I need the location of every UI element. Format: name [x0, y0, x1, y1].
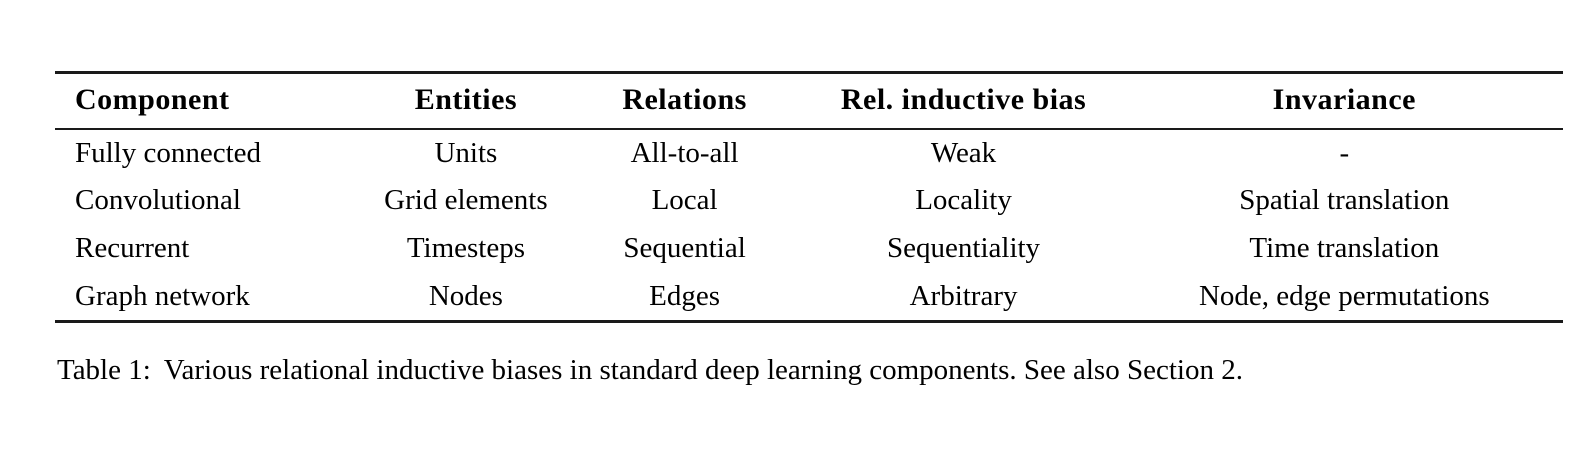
table-row-graph-network: Graph network Nodes Edges Arbitrary Node…: [55, 273, 1563, 322]
header-invariance: Invariance: [1272, 83, 1416, 116]
cell-invariance: Time translation: [1249, 231, 1440, 264]
header-component: Component: [75, 83, 230, 116]
table-row-convolutional: Convolutional Grid elements Local Locali…: [55, 177, 1563, 225]
cell-rel-inductive-bias: Weak: [930, 136, 997, 169]
cell-entities: Grid elements: [384, 184, 548, 217]
header-relations: Relations: [622, 83, 747, 116]
cell-component: Convolutional: [75, 184, 241, 217]
cell-rel-inductive-bias: Arbitrary: [909, 279, 1018, 312]
cell-invariance: Node, edge permutations: [1198, 279, 1490, 312]
table-row-recurrent: Recurrent Timesteps Sequential Sequentia…: [55, 225, 1563, 273]
cell-component: Fully connected: [75, 136, 262, 169]
table-row-fully-connected: Fully connected Units All-to-all Weak -: [55, 129, 1563, 178]
cell-relations: Sequential: [623, 231, 746, 264]
cell-relations: All-to-all: [630, 136, 739, 169]
header-row: Component Entities Relations Rel. induct…: [55, 73, 1563, 129]
header-rel-inductive-bias: Rel. inductive bias: [840, 83, 1087, 116]
cell-entities: Nodes: [428, 279, 503, 312]
cell-invariance: -: [1339, 136, 1350, 169]
relational-inductive-bias-table: Component Entities Relations Rel. induct…: [55, 71, 1563, 324]
cell-rel-inductive-bias: Locality: [915, 184, 1012, 217]
table-caption: Table 1: Various relational inductive bia…: [57, 352, 1565, 390]
table-1-block: Component Entities Relations Rel. induct…: [55, 71, 1563, 324]
caption-text: Various relational inductive biases in s…: [163, 354, 1243, 386]
cell-relations: Local: [651, 184, 718, 217]
caption-label: Table 1:: [57, 354, 151, 386]
cell-component: Graph network: [75, 279, 250, 312]
cell-invariance: Spatial translation: [1239, 184, 1450, 217]
cell-component: Recurrent: [75, 231, 190, 264]
header-entities: Entities: [414, 83, 518, 116]
cell-entities: Units: [434, 136, 498, 169]
cell-relations: Edges: [649, 279, 720, 312]
cell-entities: Timesteps: [406, 231, 525, 264]
cell-rel-inductive-bias: Sequentiality: [887, 231, 1041, 264]
